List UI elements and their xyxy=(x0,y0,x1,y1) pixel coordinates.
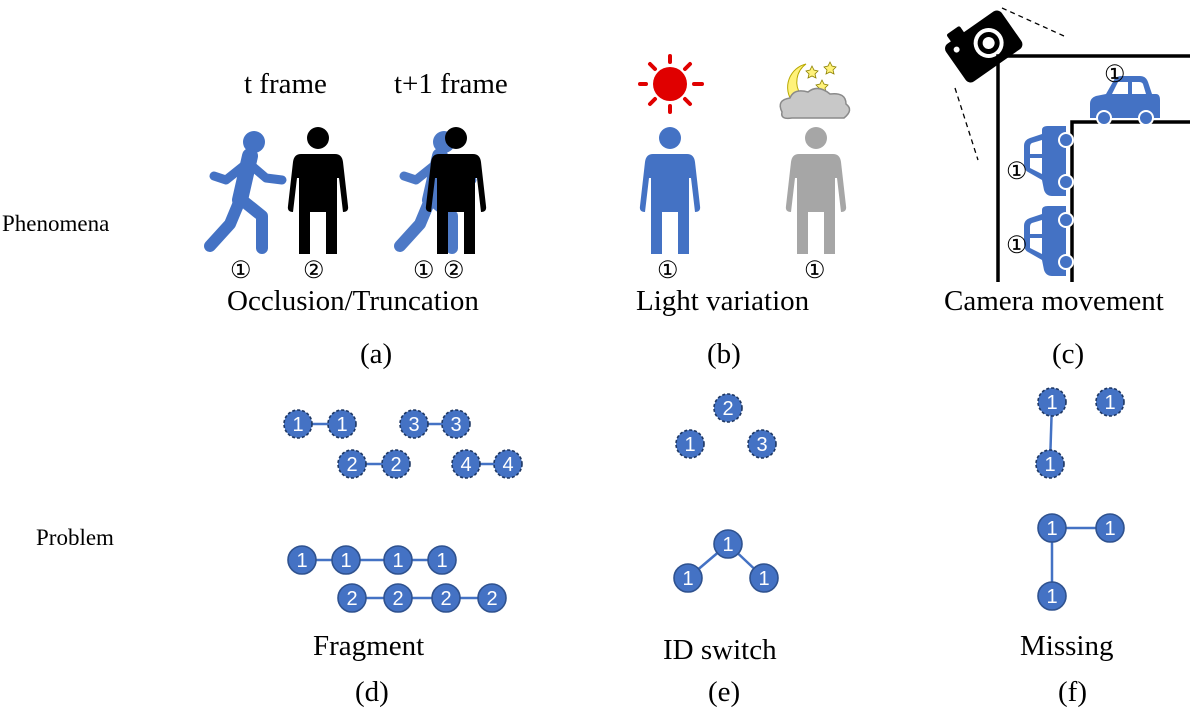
car-mid-icon xyxy=(1024,126,1074,196)
missing-bottom-node: 1 xyxy=(1095,513,1125,543)
idswitch-top-node: 2 xyxy=(713,393,743,423)
fragment-top-node-label: 4 xyxy=(502,454,513,476)
missing-top-node: 1 xyxy=(1095,387,1125,417)
fragment-bottom-node-label: 1 xyxy=(296,550,307,572)
panel-b-light xyxy=(638,54,851,254)
letter-b: (b) xyxy=(707,338,741,370)
fragment-bottom-node: 2 xyxy=(383,583,413,613)
fragment-top-node: 2 xyxy=(337,449,367,479)
letter-f: (f) xyxy=(1058,676,1087,708)
missing-top-node: 1 xyxy=(1037,387,1067,417)
letter-a: (a) xyxy=(360,338,393,370)
missing-top-node: 1 xyxy=(1035,449,1065,479)
fragment-bottom-node-label: 2 xyxy=(346,588,357,610)
letter-e: (e) xyxy=(708,676,741,708)
missing-top-node-label: 1 xyxy=(1046,392,1057,414)
caption-b: Light variation xyxy=(636,285,810,317)
missing-top-node-label: 1 xyxy=(1044,454,1055,476)
idswitch-top-node: 3 xyxy=(747,429,777,459)
fragment-bottom-node: 1 xyxy=(331,545,361,575)
fragment-bottom-node-label: 1 xyxy=(392,550,403,572)
car-bottom-id: ① xyxy=(1006,233,1028,259)
fragment-top-node-label: 3 xyxy=(408,414,419,436)
panel-a-occlusion xyxy=(210,127,487,254)
fragment-bottom-node-label: 2 xyxy=(392,588,403,610)
t-frame-label: t frame xyxy=(244,68,327,100)
caption-e: ID switch xyxy=(663,634,777,666)
person-2-id: ② xyxy=(303,258,325,284)
standing-person-icon xyxy=(287,127,349,254)
caption-a: Occlusion/Truncation xyxy=(227,285,479,317)
fragment-top-node: 1 xyxy=(283,409,313,439)
fragment-top-node-label: 1 xyxy=(336,414,347,436)
fragment-top-node: 1 xyxy=(327,409,357,439)
letter-d: (d) xyxy=(355,676,389,708)
camera-view-lines xyxy=(954,7,1065,161)
caption-f: Missing xyxy=(1020,630,1114,662)
fragment-bottom-node: 2 xyxy=(477,583,507,613)
fragment-top-node: 3 xyxy=(399,409,429,439)
night-person-id: ① xyxy=(804,258,826,284)
overlap-id-1: ① xyxy=(413,258,435,284)
fragment-top-node-label: 1 xyxy=(292,414,303,436)
idswitch-top-node-label: 2 xyxy=(722,398,733,420)
idswitch-top-node: 1 xyxy=(675,429,705,459)
row-label-phenomena: Phenomena xyxy=(2,211,110,236)
missing-bottom-node: 1 xyxy=(1037,513,1067,543)
letter-c: (c) xyxy=(1052,338,1085,370)
fragment-bottom-node: 1 xyxy=(427,545,457,575)
idswitch-top-node-label: 3 xyxy=(756,434,767,456)
idswitch-bottom-node-label: 1 xyxy=(722,534,733,556)
caption-c: Camera movement xyxy=(944,285,1164,317)
missing-top-node-label: 1 xyxy=(1104,392,1115,414)
fragment-bottom-node: 1 xyxy=(287,545,317,575)
fragment-top-node: 2 xyxy=(381,449,411,479)
person-1-id: ① xyxy=(230,258,252,284)
overlap-id-2: ② xyxy=(443,258,465,284)
fragment-top-node: 3 xyxy=(441,409,471,439)
fragment-top-node: 4 xyxy=(451,449,481,479)
car-bottom-icon xyxy=(1024,206,1074,276)
fragment-top-node-label: 2 xyxy=(346,454,357,476)
car-mid-id: ① xyxy=(1006,159,1028,185)
idswitch-bottom-node-label: 1 xyxy=(682,568,693,590)
idswitch-bottom-node-label: 1 xyxy=(758,568,769,590)
fragment-bottom-node-label: 1 xyxy=(340,550,351,572)
fragment-top-node-label: 3 xyxy=(450,414,461,436)
missing-bottom-node: 1 xyxy=(1037,581,1067,611)
camera-icon xyxy=(945,10,1023,83)
fragment-bottom-node: 2 xyxy=(431,583,461,613)
fragment-bottom-node-label: 1 xyxy=(436,550,447,572)
missing-bottom-node-label: 1 xyxy=(1046,586,1057,608)
missing-bottom-node-label: 1 xyxy=(1046,518,1057,540)
person-night-icon xyxy=(785,127,847,254)
fragment-top-node: 4 xyxy=(493,449,523,479)
car-top-id: ① xyxy=(1104,62,1126,88)
fragment-bottom-node: 1 xyxy=(383,545,413,575)
row-label-problem: Problem xyxy=(36,525,114,550)
panel-c-camera xyxy=(945,7,1190,282)
fragment-top-node-label: 4 xyxy=(460,454,471,476)
caption-d: Fragment xyxy=(313,630,425,662)
missing-bottom-node-label: 1 xyxy=(1104,518,1115,540)
fragment-top-node-label: 2 xyxy=(390,454,401,476)
idswitch-bottom-node: 1 xyxy=(713,529,743,559)
fragment-bottom-node: 2 xyxy=(337,583,367,613)
person-day-icon xyxy=(639,127,701,254)
day-person-id: ① xyxy=(657,258,679,284)
walking-person-icon xyxy=(210,131,282,248)
t1-frame-label: t+1 frame xyxy=(394,68,508,100)
fragment-bottom-node-label: 2 xyxy=(486,588,497,610)
idswitch-bottom-node: 1 xyxy=(749,563,779,593)
idswitch-top-node-label: 1 xyxy=(684,434,695,456)
idswitch-bottom-node: 1 xyxy=(673,563,703,593)
sun-icon xyxy=(638,54,704,114)
fragment-bottom-node-label: 2 xyxy=(440,588,451,610)
moon-cloud-icon xyxy=(779,61,851,120)
